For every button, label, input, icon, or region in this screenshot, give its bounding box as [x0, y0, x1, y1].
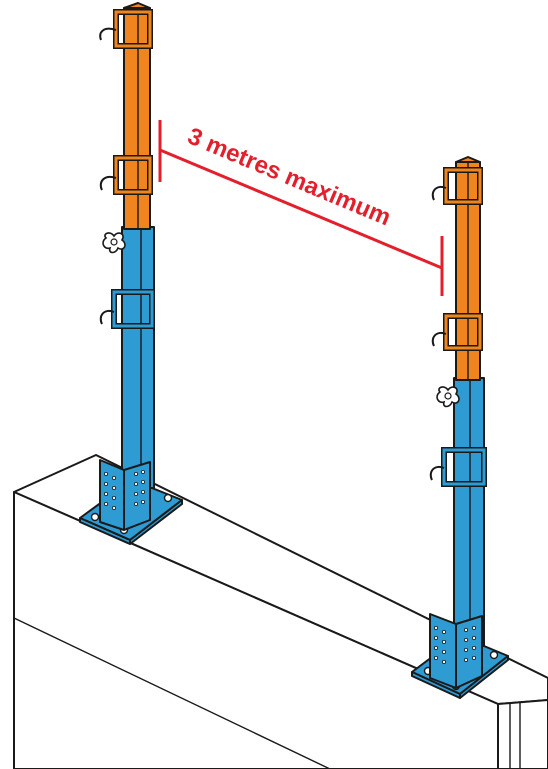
rail-clamp-icon	[429, 447, 487, 487]
wing-nut-icon	[436, 386, 460, 408]
left-post	[79, 2, 183, 545]
rail-clamp-icon	[99, 9, 153, 49]
wing-nut-icon	[102, 232, 126, 254]
dimension-line	[159, 148, 443, 270]
rail-clamp-icon	[431, 313, 483, 351]
rail-clamp-icon	[99, 289, 155, 329]
rail-clamp-icon	[431, 167, 483, 205]
dimension-label: 3 metres maximum	[184, 123, 395, 232]
right-post	[411, 156, 509, 699]
span-dimension: 3 metres maximum	[158, 120, 444, 296]
rail-clamp-icon	[99, 155, 153, 195]
